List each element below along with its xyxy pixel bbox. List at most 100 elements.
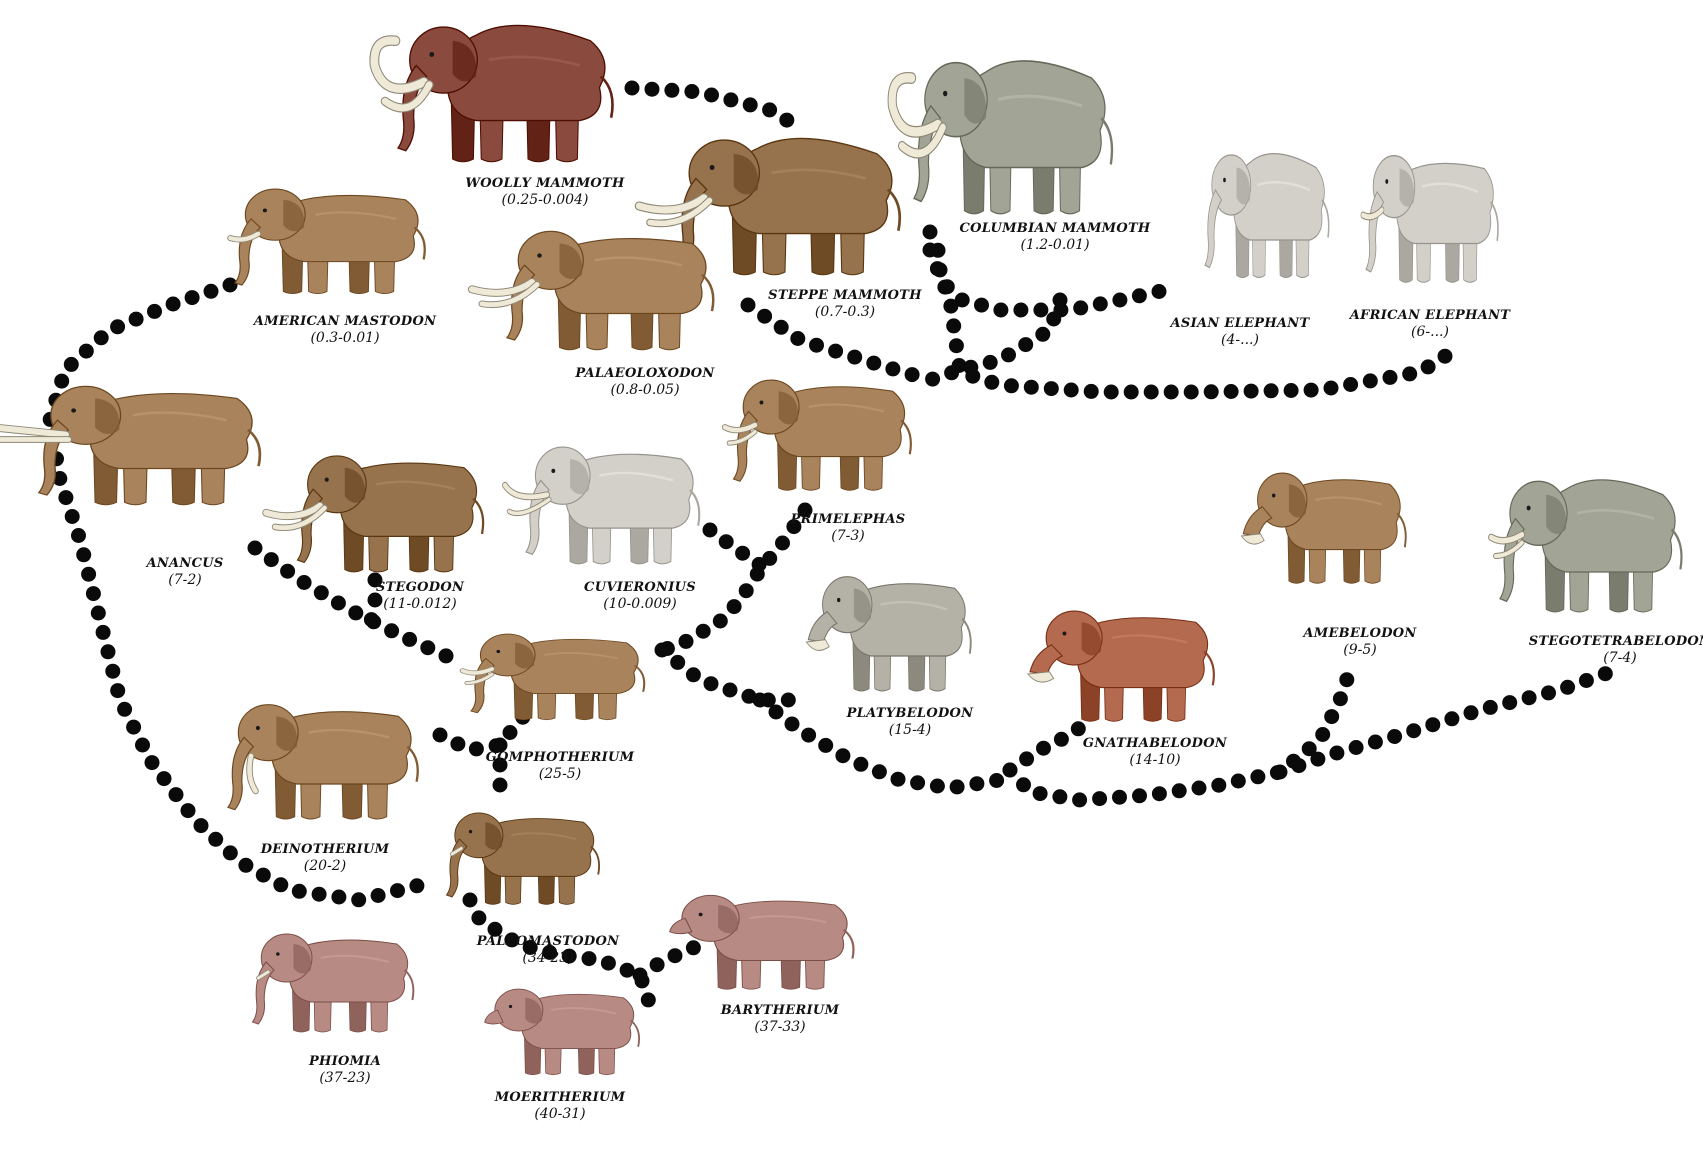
african-illustration	[1350, 135, 1510, 290]
lineage-dot	[762, 551, 777, 566]
lineage-dot	[835, 748, 850, 763]
lineage-dot	[872, 764, 887, 779]
lineage-dot	[110, 319, 125, 334]
lineage-dot	[785, 717, 800, 732]
lineage-dot	[891, 772, 906, 787]
lineage-dot	[769, 705, 784, 720]
lineage-dot	[1444, 711, 1459, 726]
stegotetrabelodon-label: Stegotetrabelodon(7-4)	[1529, 634, 1703, 668]
lineage-dot	[645, 82, 660, 97]
taxon-time-range: (25-5)	[486, 766, 635, 784]
american-mastodon-label: American mastodon(0.3-0.01)	[254, 314, 437, 348]
lineage-dot	[420, 640, 435, 655]
lineage-dot	[1152, 284, 1167, 299]
lineage-dot	[1184, 385, 1199, 400]
lineage-dot	[853, 757, 868, 772]
lineage-dot	[1016, 777, 1031, 792]
lineage-dot	[1132, 288, 1147, 303]
african-label: African elephant(6-...)	[1350, 308, 1511, 342]
lineage-dot	[1054, 732, 1069, 747]
primelephas-illustration	[712, 362, 927, 497]
lineage-dot	[1425, 717, 1440, 732]
lineage-dot	[1406, 723, 1421, 738]
lineage-dot	[686, 667, 701, 682]
lineage-dot	[1598, 666, 1613, 681]
taxon-name: Platybelodon	[847, 706, 974, 722]
asian-label: Asian elephant(4-...)	[1171, 316, 1310, 350]
platybelodon-label: Platybelodon(15-4)	[847, 706, 974, 740]
columbian-illustration	[890, 38, 1130, 223]
lineage-dot	[1541, 685, 1556, 700]
lineage-path	[1273, 666, 1613, 779]
lineage-dot	[1310, 752, 1325, 767]
lineage-dot	[925, 372, 940, 387]
lineage-dot	[1402, 366, 1417, 381]
lineage-dot	[1368, 735, 1383, 750]
lineage-dot	[946, 318, 961, 333]
lineage-dot	[273, 877, 288, 892]
taxon-time-range: (20-2)	[261, 858, 390, 876]
lineage-dot	[1192, 781, 1207, 796]
lineage-dot	[1112, 293, 1127, 308]
lineage-dot	[1560, 680, 1575, 695]
stegodon-illustration	[275, 437, 500, 579]
lineage-dot	[1052, 789, 1067, 804]
lineage-dot	[969, 776, 984, 791]
lineage-dot	[390, 883, 405, 898]
lineage-dot	[684, 84, 699, 99]
taxon-time-range: (4-...)	[1171, 332, 1310, 350]
lineage-dot	[185, 290, 200, 305]
lineage-dot	[1438, 349, 1453, 364]
lineage-dot	[775, 536, 790, 551]
lineage-dot	[743, 97, 758, 112]
lineage-dot	[670, 655, 685, 670]
lineage-dot	[1112, 790, 1127, 805]
lineage-dot	[384, 623, 399, 638]
taxon-name: Gomphotherium	[486, 750, 635, 766]
lineage-dot	[1035, 327, 1050, 342]
lineage-dot	[1339, 672, 1354, 687]
anancus-illustration	[12, 367, 280, 512]
lineage-dot	[86, 586, 101, 601]
lineage-dot	[974, 298, 989, 313]
lineage-dot	[950, 779, 965, 794]
lineage-dot	[1044, 381, 1059, 396]
lineage-dot	[1152, 786, 1167, 801]
lineage-dot	[1264, 383, 1279, 398]
lineage-dot	[727, 599, 742, 614]
taxon-name: Steppe mammoth	[768, 288, 922, 304]
lineage-dot	[81, 567, 96, 582]
lineage-dot	[312, 887, 327, 902]
taxon-time-range: (15-4)	[847, 722, 974, 740]
lineage-dot	[117, 702, 132, 717]
lineage-dot	[1013, 303, 1028, 318]
taxon-name: Phiomia	[309, 1054, 381, 1070]
lineage-dot	[129, 312, 144, 327]
lineage-dot	[1024, 380, 1039, 395]
lineage-dot	[166, 297, 181, 312]
lineage-dot	[923, 225, 938, 240]
paleomastodon-label: Paleomastodon(34-23)	[477, 934, 620, 968]
taxon-name: Cuvieronius	[584, 580, 696, 596]
lineage-dot	[402, 632, 417, 647]
lineage-dot	[1522, 690, 1537, 705]
lineage-dot	[1349, 740, 1364, 755]
lineage-dot	[762, 102, 777, 117]
lineage-dot	[450, 736, 465, 751]
lineage-dot	[719, 534, 734, 549]
lineage-dot	[774, 320, 789, 335]
cuvieronius-label: Cuvieronius(10-0.009)	[584, 580, 696, 614]
lineage-dot	[1064, 383, 1079, 398]
lineage-dot	[1324, 381, 1339, 396]
lineage-dot	[1046, 312, 1061, 327]
taxon-time-range: (34-23)	[477, 950, 620, 968]
taxon-name: Stegotetrabelodon	[1529, 634, 1703, 650]
taxon-time-range: (14-10)	[1083, 752, 1227, 770]
lineage-dot	[348, 605, 363, 620]
lineage-dot	[790, 331, 805, 346]
taxon-time-range: (10-0.009)	[584, 596, 696, 614]
lineage-dot	[1502, 695, 1517, 710]
lineage-dot	[1211, 778, 1226, 793]
lineage-dot	[1250, 769, 1265, 784]
lineage-dot	[1033, 303, 1048, 318]
